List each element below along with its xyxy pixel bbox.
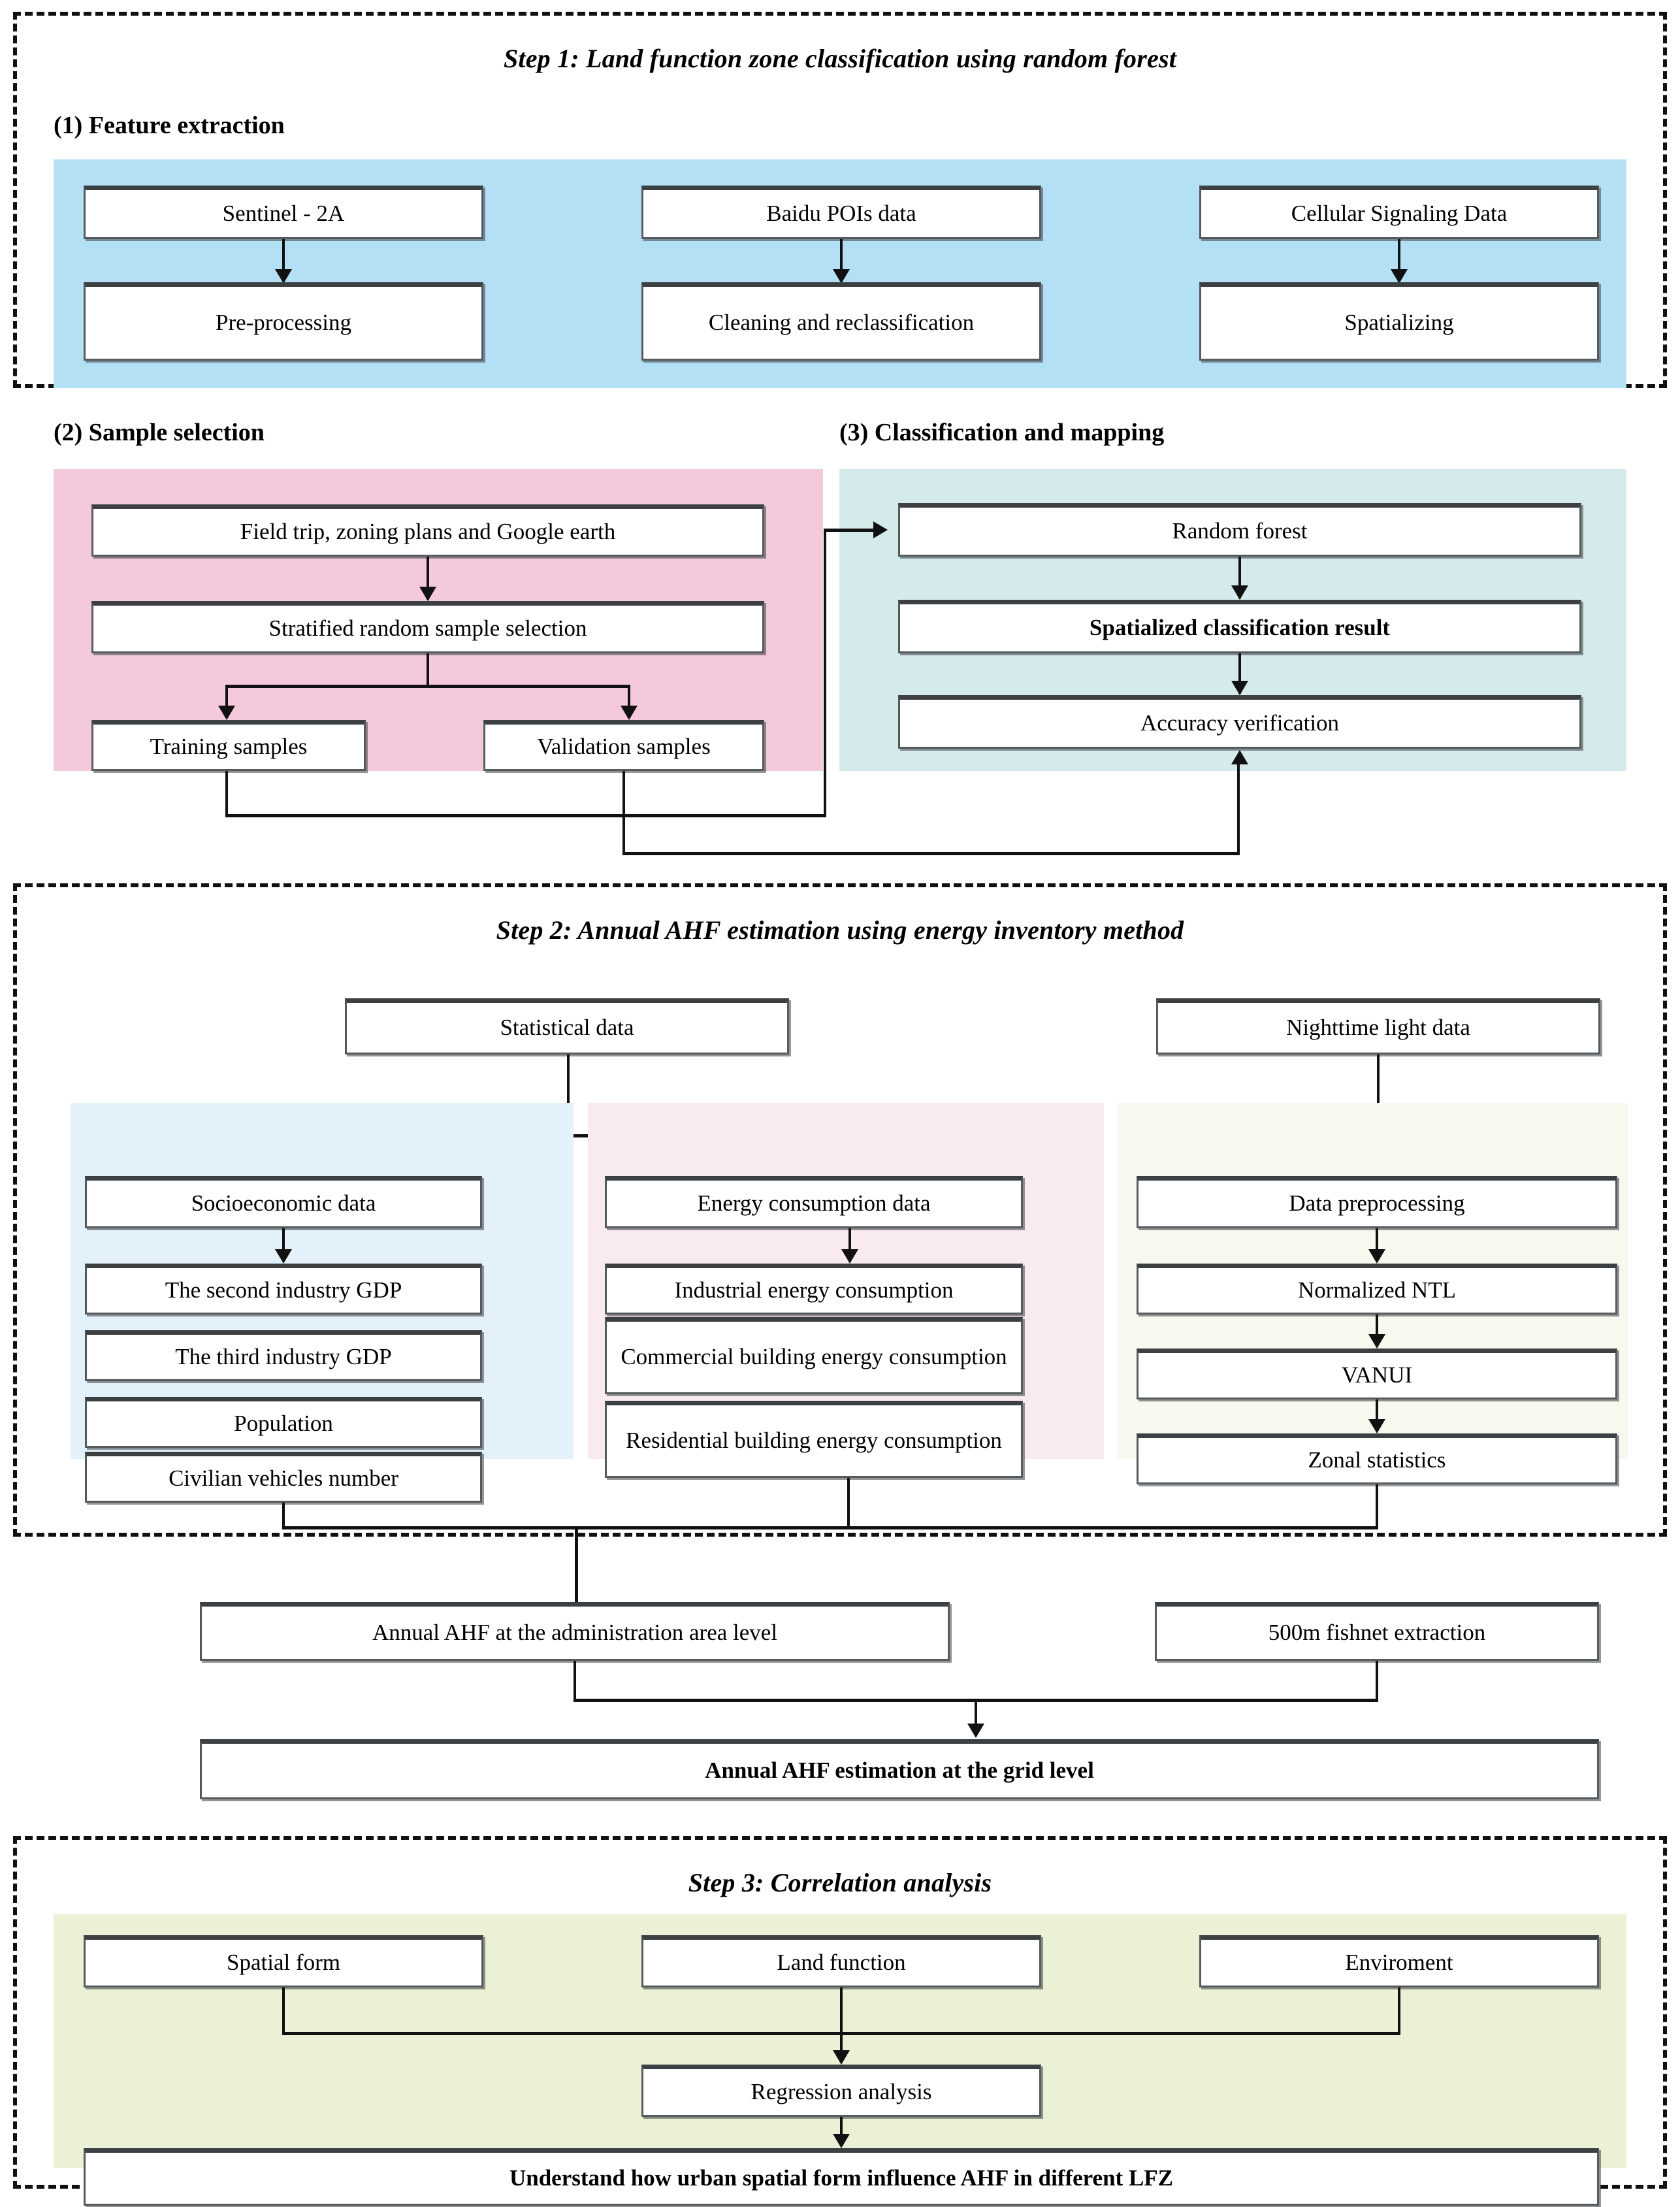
- connector-spatialized-to-accuracy: [1238, 653, 1241, 694]
- box-understand-urban-spatial-form-influence[interactable]: Understand how urban spatial form influe…: [84, 2148, 1599, 2206]
- box-validation-samples[interactable]: Validation samples: [483, 720, 764, 771]
- box-cellular-signaling-data[interactable]: Cellular Signaling Data: [1199, 186, 1599, 239]
- connector-validation-to-accuracy-horizontal: [622, 852, 1240, 855]
- box-socioeconomic-data[interactable]: Socioeconomic data: [85, 1176, 482, 1228]
- box-stratified-random-sample-selection[interactable]: Stratified random sample selection: [91, 601, 764, 653]
- box-spatial-form[interactable]: Spatial form: [84, 1935, 483, 1987]
- arrowhead-rf-to-spatialized: [1231, 585, 1248, 600]
- box-spatialized-classification-result[interactable]: Spatialized classification result: [898, 600, 1581, 653]
- connector-land-function-down: [840, 1987, 843, 2059]
- connector-col3-down: [1376, 1484, 1378, 1529]
- arrowhead-to-step3-final: [833, 2134, 850, 2148]
- connector-stratified-split-bar: [225, 685, 630, 688]
- box-500m-fishnet-extraction[interactable]: 500m fishnet extraction: [1155, 1602, 1599, 1661]
- box-civilian-vehicles-number[interactable]: Civilian vehicles number: [85, 1452, 482, 1503]
- box-random-forest[interactable]: Random forest: [898, 503, 1581, 557]
- box-cleaning-reclassification[interactable]: Cleaning and reclassification: [641, 282, 1041, 361]
- box-energy-consumption-data[interactable]: Energy consumption data: [605, 1176, 1023, 1228]
- box-third-industry-gdp[interactable]: The third industry GDP: [85, 1330, 482, 1381]
- arrowhead-to-annual-ahf-grid-level: [967, 1724, 984, 1738]
- arrowhead-cellular-to-spatializing: [1391, 269, 1408, 284]
- step2-title: Step 2: Annual AHF estimation using ener…: [496, 915, 1184, 945]
- box-zonal-statistics[interactable]: Zonal statistics: [1137, 1433, 1617, 1484]
- arrowhead-normalized-to-vanui: [1368, 1334, 1385, 1349]
- box-pre-processing[interactable]: Pre-processing: [84, 282, 483, 361]
- connector-spatial-form-down: [282, 1987, 285, 2035]
- box-data-preprocessing[interactable]: Data preprocessing: [1137, 1176, 1617, 1228]
- connector-sentinel-to-preproc: [282, 239, 285, 281]
- box-nighttime-light-data[interactable]: Nighttime light data: [1156, 998, 1600, 1054]
- connector-regression-to-final: [840, 2117, 843, 2144]
- connector-accuracy-up: [1237, 764, 1240, 853]
- connector-fishnet-down: [1376, 1661, 1378, 1701]
- connector-normalized-to-vanui: [1376, 1315, 1378, 1346]
- box-enviroment[interactable]: Enviroment: [1199, 1935, 1599, 1987]
- arrowhead-baidu-to-cleaning: [833, 269, 850, 284]
- step3-title: Step 3: Correlation analysis: [688, 1868, 992, 1897]
- box-industrial-energy-consumption[interactable]: Industrial energy consumption: [605, 1264, 1023, 1315]
- arrowhead-socio-to-second-gdp: [275, 1249, 292, 1264]
- box-baidu-pois-data[interactable]: Baidu POIs data: [641, 186, 1041, 239]
- arrowhead-spatialized-to-accuracy: [1231, 681, 1248, 695]
- connector-cellular-to-spatializing: [1398, 239, 1400, 281]
- arrowhead-energy-to-industrial: [841, 1249, 858, 1264]
- connector-statistical-down: [567, 1054, 570, 1138]
- connector-col2-down: [847, 1478, 850, 1529]
- arrowhead-sentinel-to-preproc: [275, 269, 292, 284]
- arrowhead-into-accuracy-verification: [1231, 750, 1248, 764]
- connector-training-to-rf-horizontal: [225, 814, 826, 817]
- connector-split-right: [628, 685, 630, 711]
- connector-preproc-to-normalized: [1376, 1228, 1378, 1260]
- connector-rf-to-spatialized: [1238, 557, 1241, 598]
- box-field-trip-zoning-google-earth[interactable]: Field trip, zoning plans and Google eart…: [91, 504, 764, 557]
- step1-title: Step 1: Land function zone classificatio…: [503, 44, 1177, 73]
- connector-vanui-to-zonal: [1376, 1399, 1378, 1431]
- box-regression-analysis[interactable]: Regression analysis: [641, 2065, 1041, 2117]
- connector-training-to-rf-up: [824, 530, 826, 817]
- box-land-function[interactable]: Land function: [641, 1935, 1041, 1987]
- box-statistical-data[interactable]: Statistical data: [345, 998, 789, 1054]
- arrowhead-vanui-to-zonal: [1368, 1419, 1385, 1433]
- connector-energy-to-industrial: [848, 1228, 851, 1261]
- arrowhead-fieldtrip-to-stratified: [419, 587, 436, 601]
- connector-training-down: [225, 771, 228, 817]
- box-accuracy-verification[interactable]: Accuracy verification: [898, 695, 1581, 749]
- box-annual-ahf-administration-area-level[interactable]: Annual AHF at the administration area le…: [200, 1602, 950, 1661]
- connector-fieldtrip-to-stratified: [427, 557, 429, 600]
- box-vanui[interactable]: VANUI: [1137, 1349, 1617, 1399]
- box-spatializing[interactable]: Spatializing: [1199, 282, 1599, 361]
- arrowhead-preproc-to-normalized: [1368, 1249, 1385, 1264]
- step1-sub3-label: (3) Classification and mapping: [839, 419, 1165, 446]
- connector-columns-merge-bar: [282, 1526, 1378, 1529]
- arrowhead-to-training-samples: [218, 706, 235, 720]
- arrowhead-to-regression-analysis: [833, 2050, 850, 2065]
- box-normalized-ntl[interactable]: Normalized NTL: [1137, 1264, 1617, 1315]
- connector-rf-entry: [824, 529, 875, 532]
- box-annual-ahf-estimation-grid-level[interactable]: Annual AHF estimation at the grid level: [200, 1739, 1599, 1799]
- connector-stratified-down: [427, 653, 429, 687]
- box-second-industry-gdp[interactable]: The second industry GDP: [85, 1264, 482, 1315]
- box-sentinel-2a[interactable]: Sentinel - 2A: [84, 186, 483, 239]
- connector-col1-down: [282, 1503, 285, 1529]
- arrowhead-to-validation-samples: [621, 706, 638, 720]
- box-population[interactable]: Population: [85, 1397, 482, 1448]
- connector-annual-ahf-down: [573, 1661, 576, 1701]
- box-commercial-building-energy-consumption[interactable]: Commercial building energy consumption: [605, 1317, 1023, 1394]
- step1-sub1-label: (1) Feature extraction: [54, 112, 285, 139]
- connector-socio-to-second-gdp: [282, 1228, 285, 1261]
- box-residential-building-energy-consumption[interactable]: Residential building energy consumption: [605, 1401, 1023, 1478]
- connector-validation-down: [622, 771, 625, 855]
- arrowhead-into-random-forest: [873, 521, 888, 538]
- connector-merge-to-final: [975, 1699, 977, 1733]
- connector-enviroment-down: [1398, 1987, 1400, 2035]
- connector-baidu-to-cleaning: [840, 239, 843, 281]
- connector-merge-to-annual-ahf-admin: [575, 1526, 578, 1603]
- step1-sub2-label: (2) Sample selection: [54, 419, 265, 446]
- box-training-samples[interactable]: Training samples: [91, 720, 366, 771]
- connector-split-left: [225, 685, 228, 711]
